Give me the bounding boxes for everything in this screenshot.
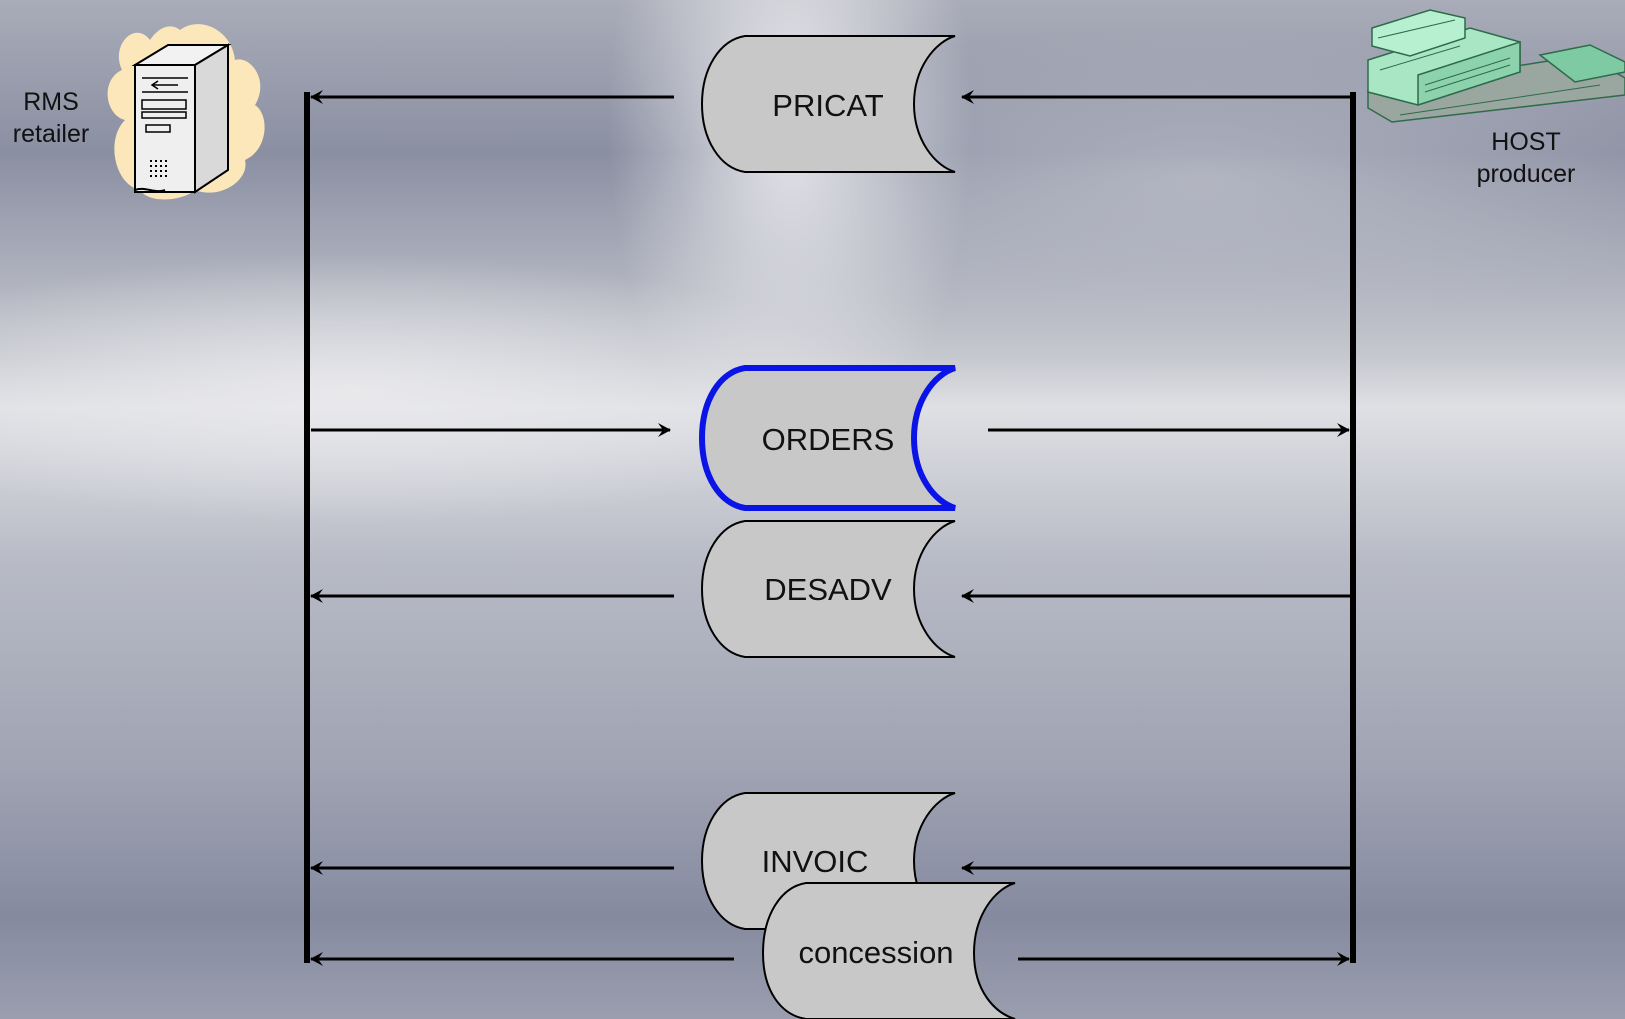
producer-role: producer — [1477, 160, 1576, 188]
pricat-document — [700, 35, 956, 173]
message-concession: concession — [310, 882, 1350, 1019]
message-desadv: DESADV — [310, 520, 1353, 658]
desadv-label: DESADV — [764, 572, 892, 607]
orders-document — [698, 365, 957, 511]
orders-label: ORDERS — [762, 422, 895, 457]
invoic-label: INVOIC — [762, 844, 869, 879]
pricat-label: PRICAT — [772, 88, 883, 123]
message-pricat: PRICAT — [310, 35, 1353, 173]
retailer-name: RMS — [23, 88, 79, 116]
producer-name: HOST — [1491, 128, 1560, 156]
concession-label: concession — [798, 935, 953, 970]
factory-icon — [1367, 9, 1625, 123]
message-orders: ORDERS — [311, 365, 1350, 511]
retailer-role: retailer — [13, 120, 89, 148]
desadv-document — [700, 520, 956, 658]
server-icon — [107, 24, 265, 200]
retailer-actor: RMS retailer — [13, 24, 265, 200]
concession-document — [761, 882, 1016, 1019]
producer-actor: HOST producer — [1367, 9, 1625, 188]
